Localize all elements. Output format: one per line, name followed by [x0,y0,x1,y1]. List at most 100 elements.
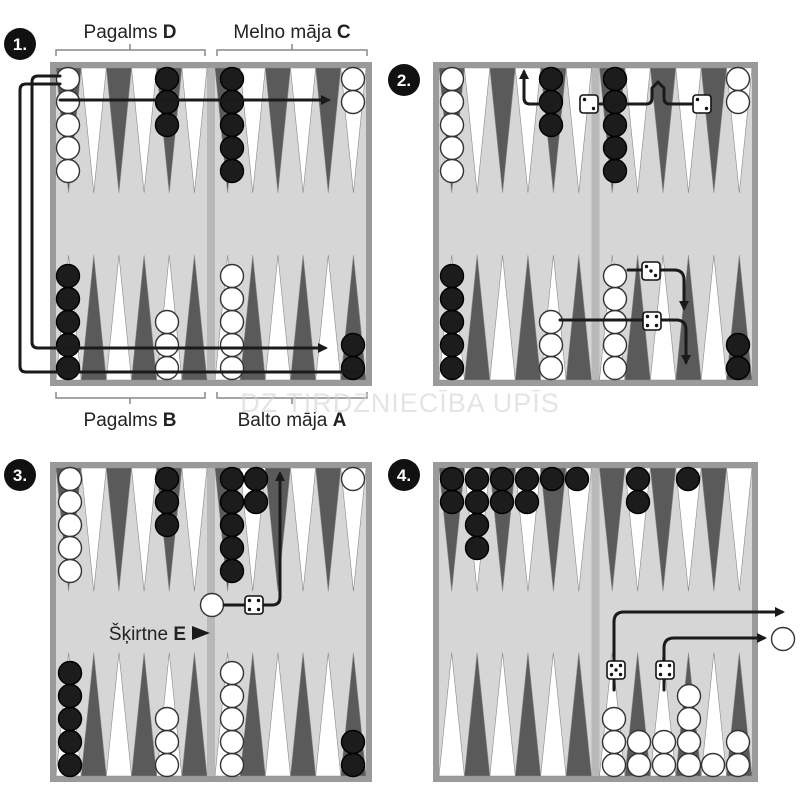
step-badge-circle [388,64,420,96]
white-checker [602,286,628,312]
point-top [599,467,626,592]
step-badges-layer: 1.2.3.4. [4,28,420,491]
die-pip [654,314,659,319]
die-pip [645,314,650,319]
white-checker [626,729,652,755]
white-checker [57,512,83,538]
point-bottom [290,652,316,777]
point-top [650,67,677,193]
black-checker [340,355,366,381]
label-balto-maja-a: Balto māja A [238,410,347,431]
white-checker [219,309,245,335]
point-top [80,467,107,592]
black-checker [340,332,366,358]
black-checker [514,489,540,515]
white-checker [57,558,83,584]
boards-layer [50,62,758,782]
black-checker [55,286,81,312]
black-checker [439,466,465,492]
point-top [464,67,491,193]
white-checker [219,660,245,686]
white-checker [57,466,83,492]
point-bottom [464,652,491,777]
step-number-badge: 3. [4,459,36,491]
white-checker [219,286,245,312]
point-top [315,467,342,592]
white-checker [154,729,180,755]
step-number-badge: 1. [4,28,36,60]
die-pip [609,663,614,668]
white-checker [219,729,245,755]
black-checker [625,489,651,515]
black-checker [602,158,628,184]
step-badge-circle [388,459,420,491]
white-checker [154,355,180,381]
point-bottom [489,652,516,777]
white-checker [340,66,366,92]
black-checker [538,112,564,138]
label-pagalms-b-letter: B [163,410,177,431]
die-pip [645,323,650,328]
point-bottom [265,652,291,777]
white-checker [439,158,465,184]
black-checker [154,466,180,492]
white-checker [601,729,627,755]
white-checker [154,706,180,732]
white-checker [601,706,627,732]
skirtne-pointer-icon [192,626,210,640]
white-checker [602,355,628,381]
black-checker [219,158,245,184]
point-top [265,467,291,592]
black-checker [154,512,180,538]
black-checker [154,89,180,115]
black-checker [464,512,490,538]
black-checker [602,66,628,92]
black-checker [602,89,628,115]
label-pagalms-b-text: Pagalms [84,410,163,431]
board-bar [591,468,600,776]
white-checker [626,752,652,778]
point-bottom [675,255,702,381]
white-checker [154,332,180,358]
board-right-half [599,468,752,776]
white-checker [55,135,81,161]
white-checker [55,158,81,184]
black-checker [439,332,465,358]
die-pip [658,663,663,668]
white-checker [154,309,180,335]
black-checker [55,309,81,335]
die-pip [247,598,252,603]
die-pip [256,598,261,603]
black-checker [57,660,83,686]
arrow-icon [612,607,785,692]
point-top [624,67,651,193]
point-bottom [540,652,567,777]
black-checker [57,752,83,778]
black-checker [602,135,628,161]
label-melno-maja-c-text: Melno māja [233,22,337,43]
white-checker [725,729,751,755]
white-checker [601,752,627,778]
black-checker [219,112,245,138]
black-checker [464,535,490,561]
point-bottom [239,652,266,777]
board-1 [50,62,372,386]
die-pip [256,607,261,612]
point-bottom [489,255,516,381]
black-checker [725,332,751,358]
white-checker [602,309,628,335]
die-pip [618,672,623,677]
arrows-layer [18,69,785,692]
white-checker [700,752,726,778]
label-skirtne-e-letter: E [173,624,186,645]
brace-melno-maja-c [216,44,368,56]
black-checker [55,263,81,289]
black-checker [439,489,465,515]
label-pagalms-d-letter: D [163,22,177,43]
black-checker [439,286,465,312]
black-checker [243,466,269,492]
die-pip [247,607,252,612]
black-checker [57,706,83,732]
white-checker [602,263,628,289]
step-number-badge: 4. [388,459,420,491]
